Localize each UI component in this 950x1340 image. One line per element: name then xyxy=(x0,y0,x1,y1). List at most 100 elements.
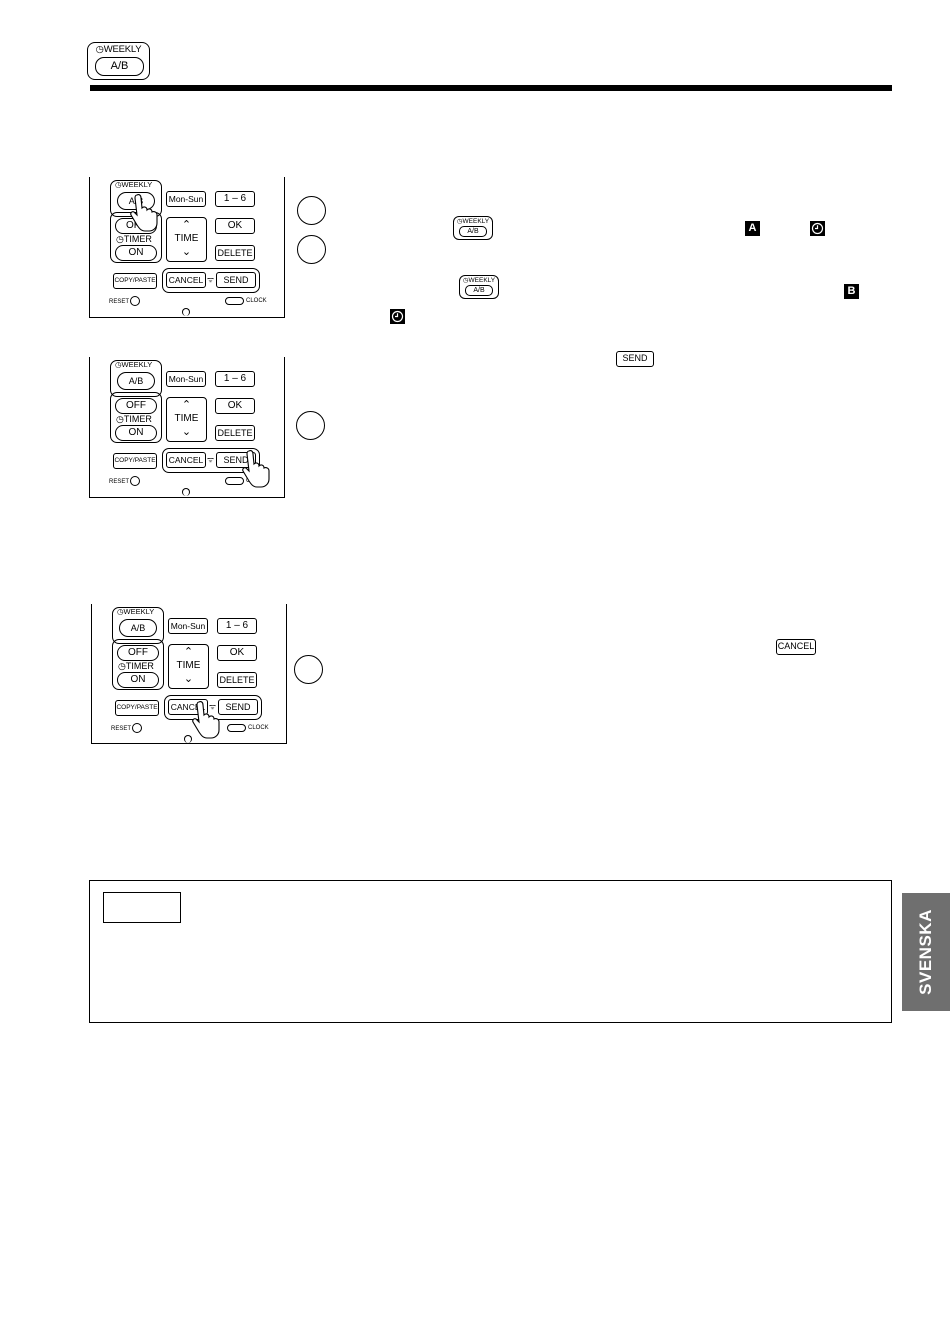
weekly-group xyxy=(110,360,162,397)
hand-pointer-icon xyxy=(242,450,270,488)
ok-button[interactable]: OK xyxy=(217,645,257,661)
mon-sun-button[interactable]: Mon-Sun xyxy=(168,618,208,634)
display-badge-a-icon: A xyxy=(745,221,760,236)
copy-paste-button[interactable]: COPY/PASTE xyxy=(115,700,159,716)
reset-label: RESET xyxy=(109,479,130,485)
hand-pointer-icon xyxy=(192,701,220,739)
note-label-box xyxy=(103,892,181,923)
clock-label: CLOCK xyxy=(248,725,269,731)
weekly-label: WEEKLY xyxy=(121,360,153,369)
cancel-button[interactable]: CANCEL xyxy=(166,272,206,288)
display-clock-icon xyxy=(810,221,825,236)
ab-button[interactable]: A/B xyxy=(119,619,157,637)
clock-icon: ◷ xyxy=(116,414,124,424)
clock-icon: ◷ xyxy=(462,277,469,284)
chevron-down-icon: ⌄ xyxy=(181,246,192,258)
off-button[interactable]: OFF xyxy=(117,645,159,661)
clock-icon: ◷ xyxy=(115,360,122,369)
ok-button[interactable]: OK xyxy=(215,398,255,414)
copy-paste-button[interactable]: COPY/PASTE xyxy=(113,273,157,289)
day-range-button[interactable]: 1 – 6 xyxy=(215,191,255,207)
clock-label: CLOCK xyxy=(246,298,267,304)
timer-label: TIMER xyxy=(123,414,152,424)
clock-button[interactable] xyxy=(225,297,244,305)
clock-icon: ◷ xyxy=(456,218,463,225)
on-button[interactable]: ON xyxy=(117,672,159,688)
time-label: TIME xyxy=(174,413,199,424)
clock-button[interactable] xyxy=(225,477,244,485)
reset-label: RESET xyxy=(109,299,130,305)
clock-icon: ◷ xyxy=(116,234,124,244)
ab-button[interactable]: A/B xyxy=(117,372,155,390)
weekly-group xyxy=(112,607,164,644)
chevron-up-icon: ⌃ xyxy=(181,219,192,231)
timer-label: TIMER xyxy=(123,234,152,244)
mon-sun-button[interactable]: Mon-Sun xyxy=(166,371,206,387)
clock-icon: ◷ xyxy=(95,44,104,55)
chevron-down-icon: ⌄ xyxy=(183,673,194,685)
on-button[interactable]: ON xyxy=(115,245,157,261)
timer-group xyxy=(110,212,162,263)
inline-cancel-key-icon: CANCEL xyxy=(776,639,816,655)
off-button[interactable]: OFF xyxy=(115,398,157,414)
note-box xyxy=(89,880,892,1023)
delete-button[interactable]: DELETE xyxy=(215,425,255,441)
timer-group xyxy=(110,392,162,443)
delete-button[interactable]: DELETE xyxy=(215,245,255,261)
language-tab: SVENSKA xyxy=(902,893,950,1011)
send-group xyxy=(162,448,260,473)
step-marker xyxy=(297,235,326,264)
reset-button[interactable] xyxy=(130,476,140,486)
display-clock-icon xyxy=(390,309,405,324)
send-group xyxy=(162,268,260,293)
header-weekly-label: WEEKLY xyxy=(103,44,142,55)
battery-cover-dot xyxy=(184,735,192,743)
day-range-button[interactable]: 1 – 6 xyxy=(215,371,255,387)
clock-icon: ◷ xyxy=(118,661,126,671)
signal-icon: ᯤ xyxy=(206,275,215,284)
time-label: TIME xyxy=(174,233,199,244)
inline-weekly-key-icon: ◷WEEKLY A/B xyxy=(459,275,499,299)
step-marker xyxy=(296,411,325,440)
weekly-label: WEEKLY xyxy=(121,180,153,189)
step-marker xyxy=(294,655,323,684)
battery-cover-dot xyxy=(182,308,190,316)
cancel-button[interactable]: CANCEL xyxy=(166,452,206,468)
header-rule xyxy=(90,85,892,91)
day-range-button[interactable]: 1 – 6 xyxy=(217,618,257,634)
reset-label: RESET xyxy=(111,726,132,732)
delete-button[interactable]: DELETE xyxy=(217,672,257,688)
chevron-up-icon: ⌃ xyxy=(181,399,192,411)
copy-paste-button[interactable]: COPY/PASTE xyxy=(113,453,157,469)
ok-button[interactable]: OK xyxy=(215,218,255,234)
clock-button[interactable] xyxy=(227,724,246,732)
inline-weekly-key-icon: ◷WEEKLY A/B xyxy=(453,216,493,240)
reset-button[interactable] xyxy=(130,296,140,306)
time-label: TIME xyxy=(176,660,201,671)
on-button[interactable]: ON xyxy=(115,425,157,441)
timer-label: TIMER xyxy=(125,661,154,671)
timer-group xyxy=(112,639,164,690)
time-button[interactable] xyxy=(166,397,207,442)
send-button[interactable]: SEND xyxy=(216,452,256,468)
inline-send-key-icon: SEND xyxy=(616,351,654,367)
send-button[interactable]: SEND xyxy=(218,699,258,715)
signal-icon: ᯤ xyxy=(208,702,217,711)
header-ab-label: A/B xyxy=(95,57,144,76)
step-marker xyxy=(297,196,326,225)
language-tab-label: SVENSKA xyxy=(916,909,935,995)
time-button[interactable] xyxy=(166,217,207,262)
time-button[interactable] xyxy=(168,644,209,689)
clock-icon: ◷ xyxy=(115,180,122,189)
hand-pointer-icon xyxy=(130,194,158,232)
chevron-down-icon: ⌄ xyxy=(181,426,192,438)
battery-cover-dot xyxy=(182,488,190,496)
mon-sun-button[interactable]: Mon-Sun xyxy=(166,191,206,207)
reset-button[interactable] xyxy=(132,723,142,733)
send-button[interactable]: SEND xyxy=(216,272,256,288)
clock-icon: ◷ xyxy=(117,607,124,616)
chevron-up-icon: ⌃ xyxy=(183,646,194,658)
